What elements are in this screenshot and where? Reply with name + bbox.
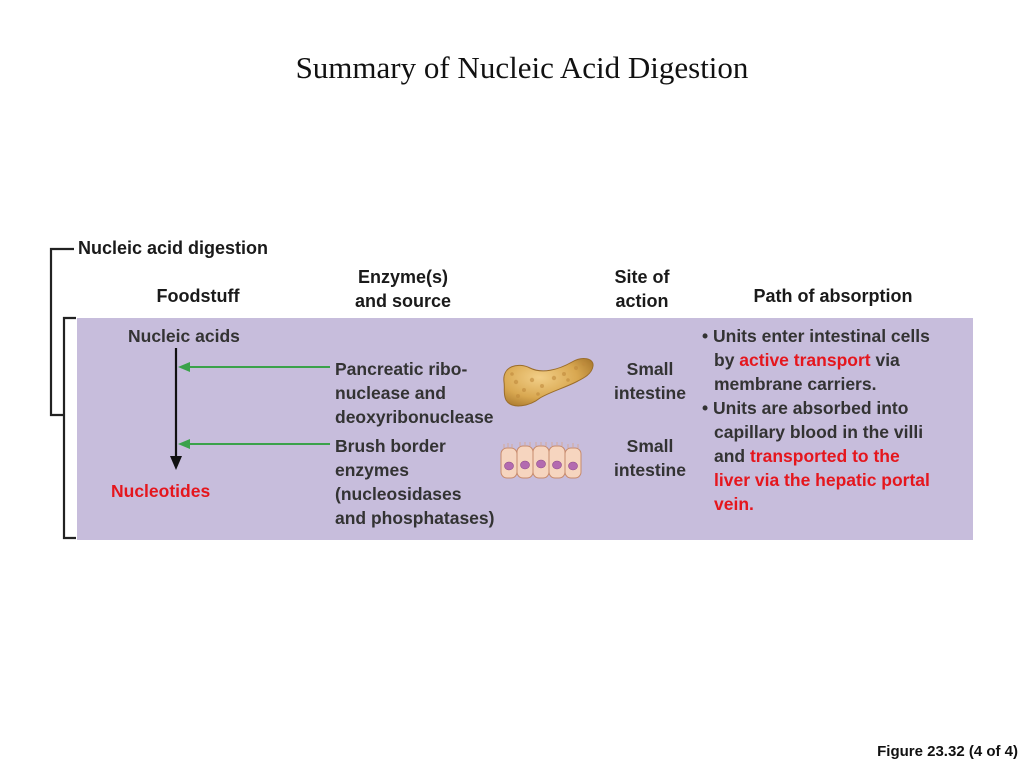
pancreas-icon <box>503 358 594 407</box>
site-pancreatic-line1: Small <box>626 359 674 379</box>
header-enzyme-line1: Enzyme(s) <box>357 267 449 287</box>
absorption-bullet-1-line2: by active transport via <box>702 348 970 372</box>
header-path: Path of absorption <box>715 284 951 308</box>
absorption-bullet-2-line5: vein. <box>714 494 754 514</box>
header-site: Site of action <box>592 265 692 313</box>
absorption-b2-l3-pre: and <box>714 446 750 466</box>
absorption-text: • Units enter intestinal cells by active… <box>702 324 970 516</box>
enzyme-brush-line2: enzymes <box>335 460 409 480</box>
absorption-bullet-1-line1: • Units enter intestinal cells <box>702 326 930 346</box>
foodstuff-end: Nucleotides <box>111 481 211 501</box>
enzyme-pancreatic-line3: deoxyribonuclease <box>335 407 494 427</box>
transported-highlight: transported to the <box>749 446 900 466</box>
enzyme-brush-border: Brush border enzymes (nucleosidases and … <box>335 434 494 530</box>
header-site-line1: Site of <box>614 267 670 287</box>
pancreatic-enzyme-arrow <box>178 362 330 372</box>
absorption-bullet-2-line3: and transported to the <box>702 444 970 468</box>
header-path-text: Path of absorption <box>753 286 913 306</box>
enzyme-pancreatic-line1: Pancreatic ribo- <box>335 359 468 379</box>
figure-label: Figure 23.32 (4 of 4) <box>877 743 1018 760</box>
header-enzyme: Enzyme(s) and source <box>318 265 488 313</box>
absorption-b1-l2-post: via <box>870 350 900 370</box>
intestinal-cells-icon <box>500 442 582 479</box>
enzyme-pancreatic-line2: nuclease and <box>335 383 446 403</box>
header-foodstuff-text: Foodstuff <box>156 286 240 306</box>
header-enzyme-line2: and source <box>354 291 452 311</box>
enzyme-brush-line3: (nucleosidases <box>335 484 462 504</box>
foodstuff-start: Nucleic acids <box>128 326 240 346</box>
enzyme-brush-line4: and phosphatases) <box>335 508 495 528</box>
digestion-arrow <box>170 348 182 470</box>
absorption-b1-l2-pre: by <box>714 350 740 370</box>
header-site-line2: action <box>615 291 669 311</box>
slide-title: Summary of Nucleic Acid Digestion <box>295 50 749 85</box>
outer-bracket <box>49 247 74 417</box>
header-foodstuff: Foodstuff <box>130 284 266 308</box>
absorption-bullet-2-line1: • Units are absorbed into <box>702 398 909 418</box>
absorption-bullet-1-line3: membrane carriers. <box>714 374 877 394</box>
enzyme-pancreatic: Pancreatic ribo- nuclease and deoxyribon… <box>335 357 494 429</box>
site-brush-line1: Small <box>626 436 674 456</box>
site-pancreatic-line2: intestine <box>614 383 686 403</box>
site-pancreatic: Small intestine <box>600 357 700 405</box>
absorption-bullet-2-line2: capillary blood in the villi <box>714 422 924 442</box>
inner-bracket <box>62 316 76 540</box>
digestion-panel <box>77 318 973 540</box>
enzyme-brush-line1: Brush border <box>335 436 446 456</box>
absorption-bullet-2-line4: liver via the hepatic portal <box>714 470 930 490</box>
section-label: Nucleic acid digestion <box>78 238 269 258</box>
active-transport-highlight: active transport <box>739 350 871 370</box>
brush-border-enzyme-arrow <box>178 439 330 449</box>
site-brush-border: Small intestine <box>600 434 700 482</box>
site-brush-line2: intestine <box>614 460 686 480</box>
